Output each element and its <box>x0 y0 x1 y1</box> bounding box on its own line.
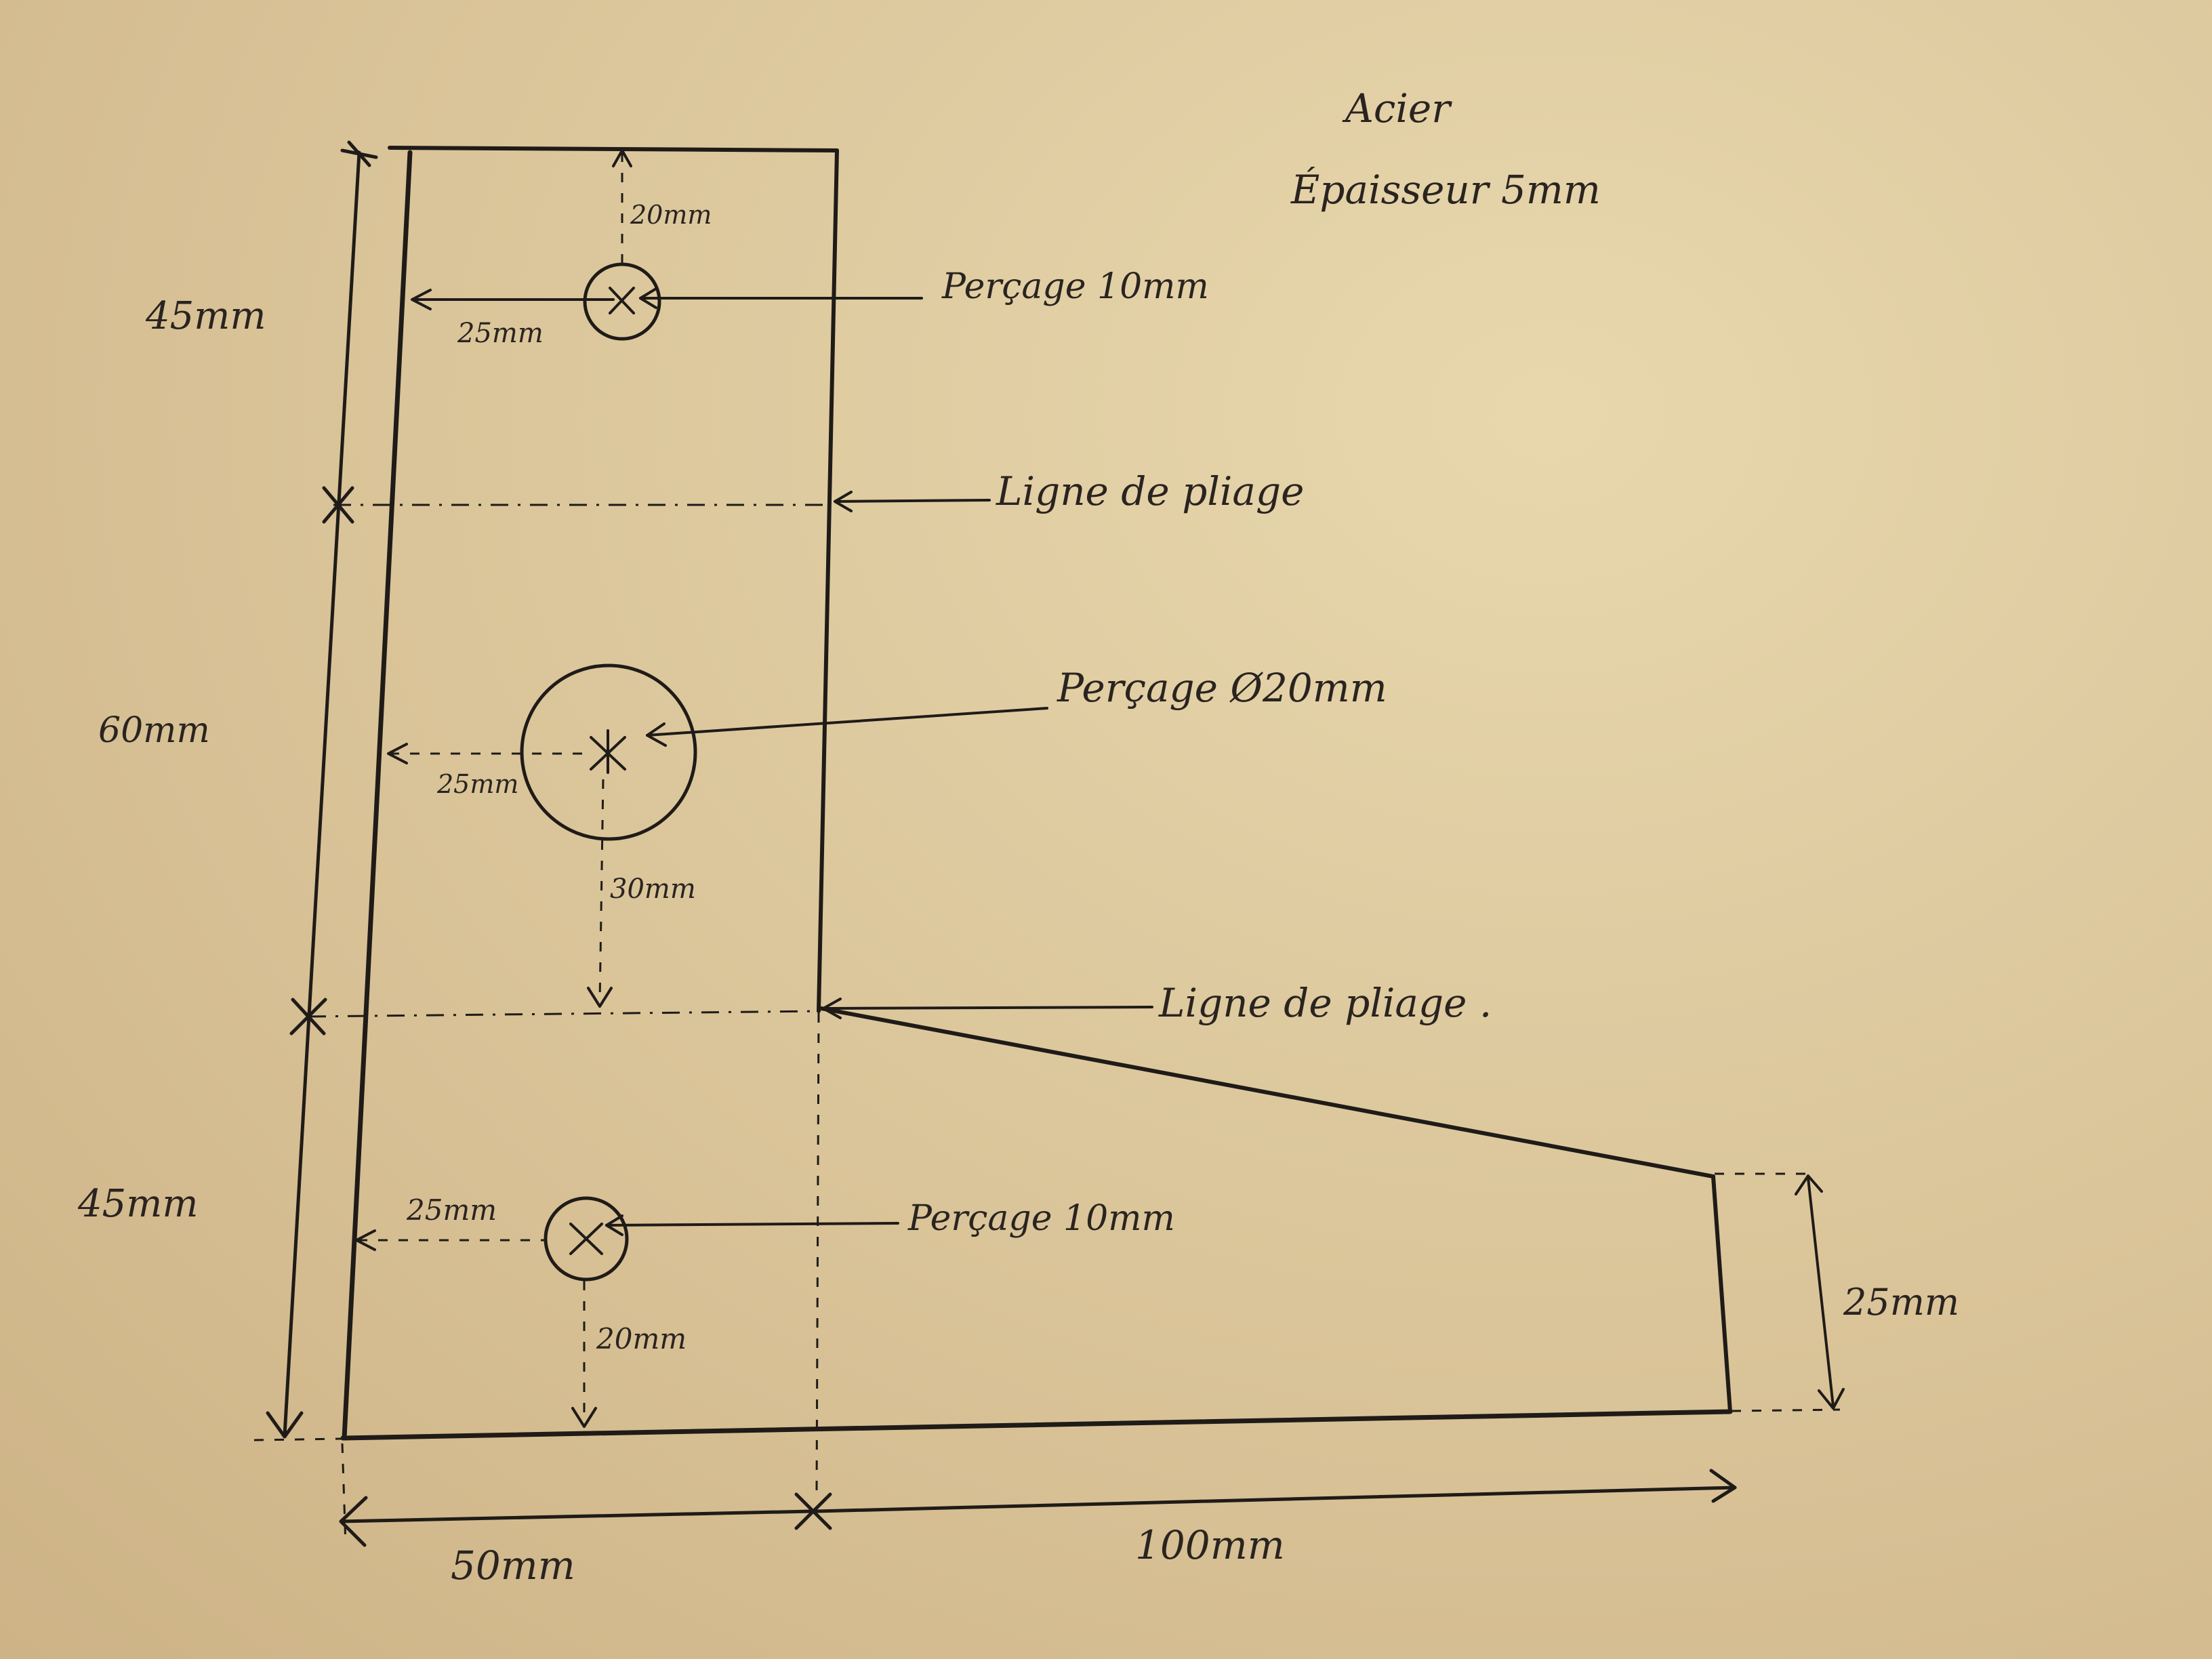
bottom-dim-arrow-left <box>339 1496 368 1547</box>
bottom-dim-arrow-right <box>1709 1469 1737 1503</box>
hole-top-circle <box>583 262 661 341</box>
bottom-dim-line-right <box>815 1486 1737 1513</box>
fold-lines <box>308 504 832 1492</box>
left-tick-top <box>340 140 378 167</box>
dim-bottom-left-width: 50mm <box>451 1542 575 1589</box>
dim-middle-hole-to-fold: 30mm <box>610 874 696 905</box>
callout-hole-bottom: Perçage 10mm <box>907 1198 1175 1239</box>
hole-bottom-circle <box>544 1196 629 1282</box>
dim-right-edge-height: 25mm <box>1843 1281 1959 1324</box>
part-outline <box>340 146 1733 1441</box>
left-dimension-line <box>283 150 361 1437</box>
top-hole-horizontal-arrow <box>411 289 432 310</box>
hole-middle-center-mark <box>590 729 626 774</box>
fold2-leader-arrow <box>822 998 842 1019</box>
dim-middle-hole-from-left: 25mm <box>436 769 518 799</box>
thickness-note: Épaisseur 5mm <box>1290 167 1601 213</box>
top-hole-dimensions <box>411 149 923 310</box>
outline-bottom-edge <box>340 1409 1733 1441</box>
outline-top-edge <box>388 146 839 152</box>
right-dim-line <box>1807 1176 1835 1408</box>
dim-left-top: 45mm <box>145 294 266 338</box>
bottom-dimension-chain <box>339 1443 1737 1547</box>
fold-line-2 <box>308 1010 821 1018</box>
fold1-leader <box>834 499 991 503</box>
callout-hole-top: Perçage 10mm <box>941 266 1209 307</box>
bottom-dim-extension-left <box>341 1443 347 1546</box>
holes <box>520 262 697 1282</box>
bottom-dim-tick-middle <box>794 1492 832 1530</box>
left-tick-fold2 <box>289 998 327 1036</box>
dim-bottom-hole-from-left: 25mm <box>406 1193 497 1227</box>
bottom-hole-dimensions <box>355 1214 899 1428</box>
bottom-hole-vertical-arrow <box>571 1407 597 1428</box>
callout-fold-line-2: Ligne de pliage . <box>1158 980 1492 1026</box>
outline-upper-right-edge <box>817 148 839 1013</box>
middle-hole-dimensions <box>387 707 1048 1008</box>
fold-extension-vertical <box>815 1012 820 1492</box>
outline-left-edge <box>342 150 413 1441</box>
labels: Acier Épaisseur 5mm Perçage 10mm Ligne d… <box>77 85 1959 1589</box>
left-tick-fold1 <box>322 486 354 524</box>
dim-bottom-right-width: 100mm <box>1135 1522 1285 1568</box>
hole-middle-circle <box>520 663 697 841</box>
top-hole-leader-arrow <box>639 287 657 309</box>
middle-hole-leader <box>646 707 1048 737</box>
bottom-hole-horizontal-arrow <box>355 1229 376 1251</box>
fold1-leader-arrow <box>834 491 853 512</box>
dim-top-hole-from-top: 20mm <box>630 200 712 230</box>
middle-hole-vertical-arrow <box>587 987 613 1008</box>
dim-top-hole-from-left: 25mm <box>457 318 544 349</box>
material-note: Acier <box>1342 85 1452 131</box>
fold2-leader <box>822 1006 1153 1010</box>
dim-bottom-hole-from-bottom: 20mm <box>596 1322 687 1355</box>
right-dim-arrow-bottom <box>1818 1388 1845 1410</box>
bottom-hole-leader-arrow <box>605 1214 623 1236</box>
middle-hole-horizontal-arrow <box>387 743 408 764</box>
dim-left-bottom: 45mm <box>77 1182 198 1226</box>
left-arrow-bottom <box>266 1411 304 1439</box>
right-dim-extension-bottom <box>1731 1408 1841 1412</box>
left-dimension-chain <box>253 140 378 1441</box>
outline-right-edge <box>1711 1174 1732 1414</box>
outline-sloped-edge <box>819 1006 1715 1179</box>
left-bottom-extension <box>253 1437 343 1441</box>
dim-left-middle: 60mm <box>98 710 210 751</box>
hole-bottom-center-mark <box>569 1223 603 1255</box>
hole-top-center-mark <box>609 287 635 314</box>
bottom-hole-leader <box>605 1222 899 1227</box>
right-dimension <box>1715 1172 1845 1412</box>
bottom-dim-line-left <box>340 1509 814 1523</box>
top-hole-vertical-arrow <box>612 149 632 167</box>
middle-hole-leader-arrow <box>646 722 667 747</box>
fold-leaders <box>822 491 1153 1019</box>
middle-hole-vertical-dim <box>598 779 605 1004</box>
callout-hole-middle: Perçage Ø20mm <box>1057 665 1387 711</box>
callout-fold-line-1: Ligne de pliage <box>996 468 1304 514</box>
right-dim-arrow-top <box>1795 1174 1823 1195</box>
